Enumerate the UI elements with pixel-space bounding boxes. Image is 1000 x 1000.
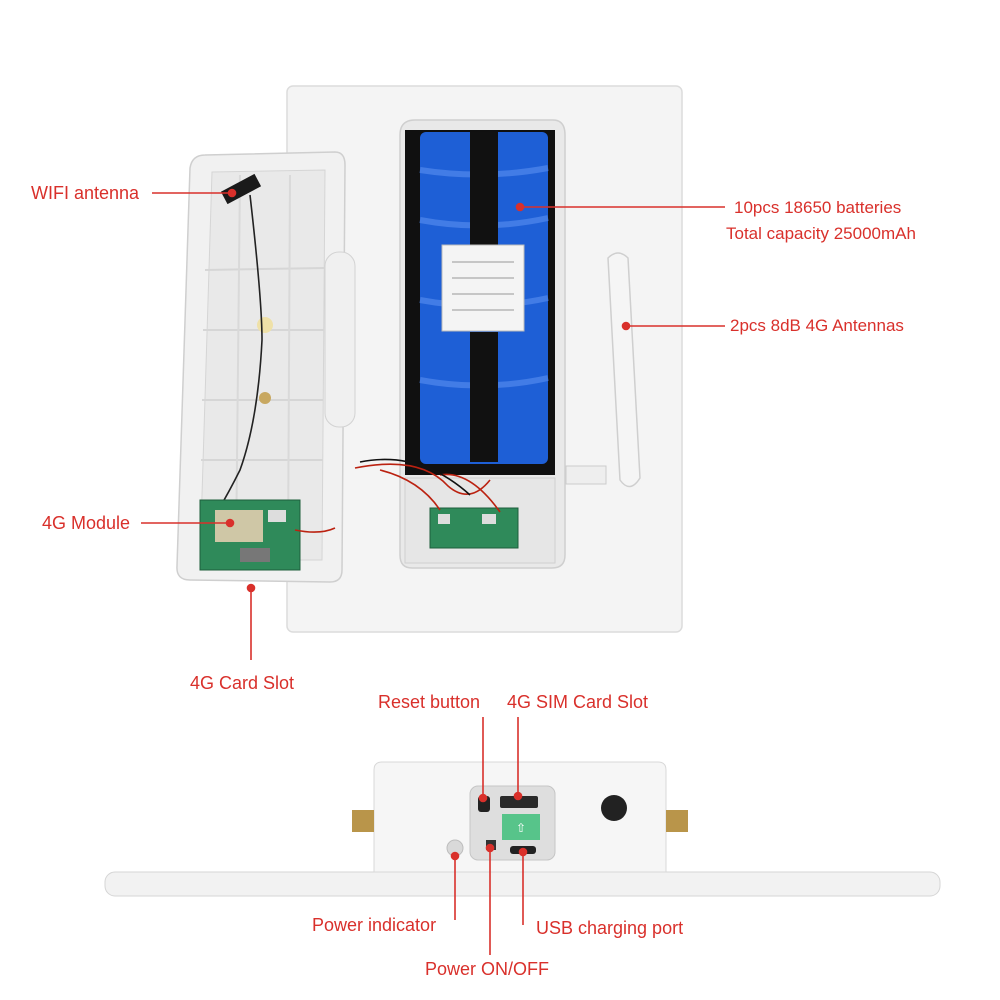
- round-vent: [601, 795, 627, 821]
- battery-label-sticker: [441, 244, 525, 332]
- sim-card-slot: [500, 796, 538, 808]
- label-batteries-line1: 10pcs 18650 batteries: [734, 198, 902, 217]
- label-4g-card-slot: 4G Card Slot: [190, 673, 295, 693]
- label-usb-charging-port: USB charging port: [536, 918, 684, 938]
- label-sim-card-slot: 4G SIM Card Slot: [507, 692, 649, 712]
- label-reset-button: Reset button: [378, 692, 481, 712]
- label-wifi-antenna: WIFI antenna: [31, 183, 140, 203]
- battery-compartment: [399, 119, 566, 569]
- annotation-leaders: [141, 188, 725, 955]
- antenna-4g: [565, 252, 641, 488]
- sim-sticker: [502, 814, 540, 840]
- label-4g-module: 4G Module: [42, 513, 131, 533]
- label-power-on-off: Power ON/OFF: [425, 959, 550, 979]
- label-power-indicator: Power indicator: [312, 915, 437, 935]
- svg-text:⇧: ⇧: [516, 821, 526, 835]
- module-4g-board: [199, 499, 336, 571]
- device-side-view: ⇧: [104, 761, 941, 897]
- open-lid-cover: [176, 151, 346, 583]
- label-4g-antennas: 2pcs 8dB 4G Antennas: [730, 316, 904, 335]
- label-batteries-line2: Total capacity 25000mAh: [726, 224, 916, 243]
